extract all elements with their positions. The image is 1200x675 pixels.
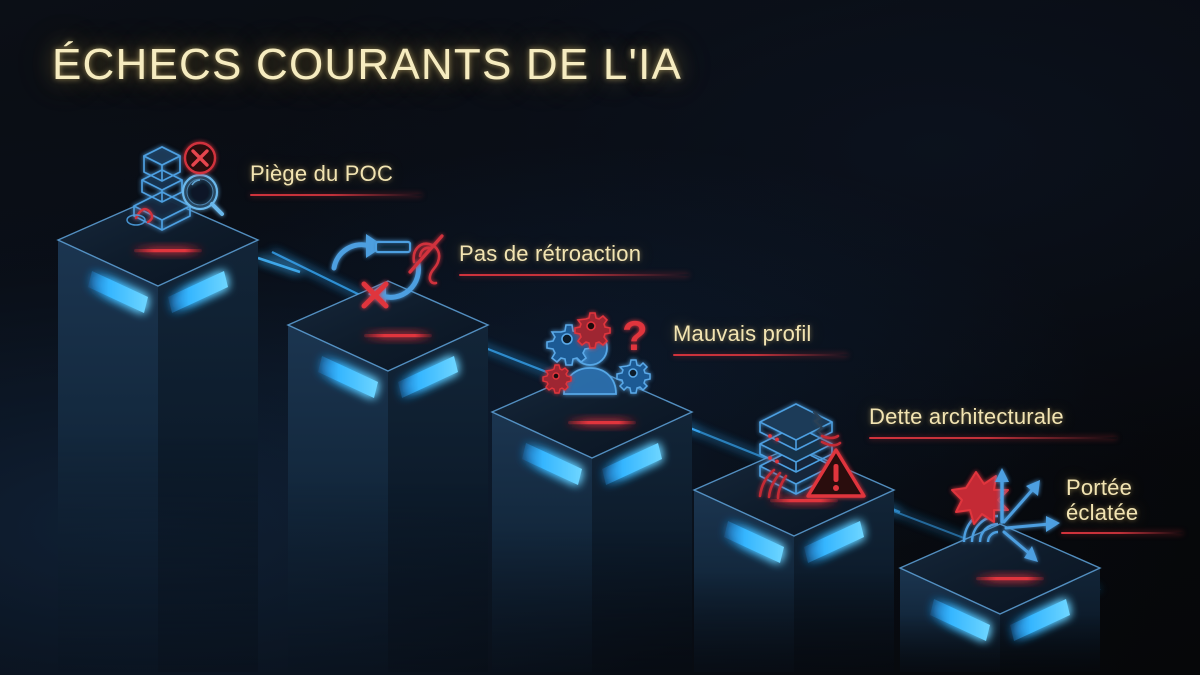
pillar-1-light-bars — [88, 271, 228, 313]
pillar-1-left-face — [58, 240, 158, 672]
step-label-4-underline — [869, 436, 1117, 439]
warning-triangle-icon — [806, 448, 866, 498]
step-label-5[interactable]: Portée éclatée — [1061, 475, 1186, 535]
pillar-4-left-face — [694, 490, 794, 672]
pillar-4-red-marker — [770, 499, 838, 503]
step-label-4-text: Dette architecturale — [869, 404, 1064, 429]
page-title: ÉCHECS COURANTS DE L'IA — [52, 40, 683, 89]
step-label-2-text: Pas de rétroaction — [459, 241, 642, 266]
pillar-4-light-bars — [724, 521, 864, 563]
pillar-5-red-marker — [976, 577, 1044, 581]
loop-arrows-muted-ear-icon — [331, 234, 444, 309]
step-pillar-5[interactable] — [898, 468, 1102, 672]
step-label-5-underline — [1061, 532, 1183, 535]
step-label-2-underline — [459, 273, 689, 276]
step-label-1[interactable]: Piège du POC — [250, 161, 422, 196]
step-label-5-line1: Portée — [1066, 475, 1133, 500]
pillar-5-light-bars — [930, 599, 1070, 641]
pillar-4-right-face — [794, 490, 894, 672]
error-badge-icon — [183, 141, 217, 175]
step-label-3-underline — [673, 353, 848, 356]
gear-icon — [616, 359, 651, 394]
person-gears-question-icon: ? — [542, 312, 651, 395]
step-label-3-text: Mauvais profil — [673, 321, 812, 346]
step-label-2[interactable]: Pas de rétroaction — [459, 241, 689, 276]
scope-explosion-arrows-icon — [951, 468, 1060, 562]
gear-icon — [542, 364, 572, 394]
step-pillar-2[interactable] — [286, 234, 490, 672]
pillar-2-light-bars — [318, 356, 458, 398]
svg-text:?: ? — [622, 312, 648, 359]
pillar-2-right-face — [388, 325, 488, 672]
step-pillar-1[interactable] — [56, 141, 260, 672]
cracked-server-stack-warning-icon — [758, 403, 866, 500]
pillar-1-right-face — [158, 240, 258, 672]
pillar-3-light-bars — [522, 443, 662, 485]
step-label-3[interactable]: Mauvais profil — [673, 321, 848, 356]
step-label-1-text: Piège du POC — [250, 161, 394, 186]
step-pillar-4[interactable] — [692, 403, 896, 672]
step-pillar-3[interactable]: ? — [490, 312, 694, 672]
pillar-3-red-marker — [568, 421, 636, 425]
pillar-1-red-marker — [134, 249, 202, 253]
box-magnifier-error-icon — [126, 141, 224, 231]
pillar-2-red-marker — [364, 334, 432, 338]
step-label-5-line2: éclatée — [1066, 499, 1139, 525]
step-label-1-underline — [250, 193, 422, 196]
pillar-2-left-face — [288, 325, 388, 672]
question-mark-icon: ? — [622, 312, 648, 359]
gear-icon — [574, 312, 611, 349]
step-label-4[interactable]: Dette architecturale — [869, 404, 1117, 439]
